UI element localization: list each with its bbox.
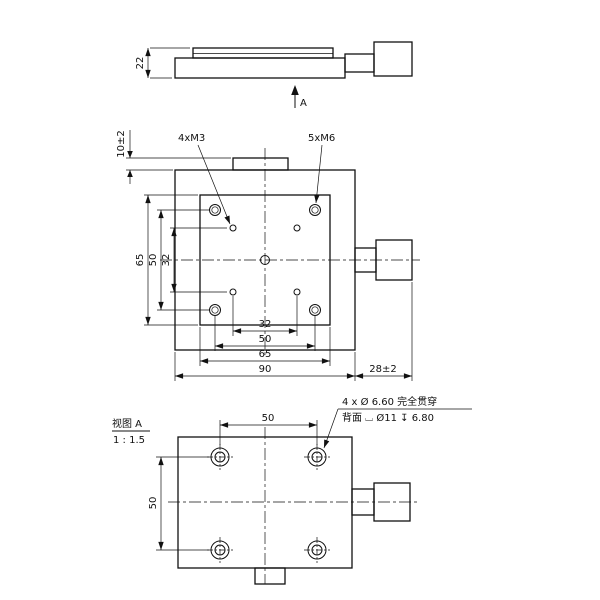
tab-height-dimension: 10±2	[116, 130, 231, 184]
dim-90-bottom-label: 90	[259, 364, 272, 375]
note-line-1: 4 x Ø 6.60 完全贯穿	[342, 395, 437, 408]
m6-holes	[209, 204, 321, 316]
front-top-tab	[232, 157, 289, 171]
label-5xm6: 5xM6	[308, 133, 335, 144]
m6-hole-thread	[211, 306, 219, 314]
m3-hole	[229, 224, 237, 232]
front-knob	[375, 239, 413, 281]
m6-hole-thread	[211, 206, 219, 214]
view-a-top-dimension: 50	[219, 413, 318, 445]
bottom-view-a: 视图 A 1 : 1.5	[112, 395, 472, 585]
m6-hole	[309, 204, 321, 216]
side-view-knob	[373, 41, 413, 77]
m3-hole	[229, 288, 237, 296]
counterbore-hole	[207, 444, 233, 470]
view-a-left-dimension: 50	[148, 456, 209, 551]
m6-hole	[209, 304, 221, 316]
dim-32-left-label: 32	[161, 254, 172, 267]
view-a-knob	[373, 482, 411, 522]
dim-28-label: 28±2	[369, 364, 396, 375]
m3-holes	[229, 224, 301, 296]
m6-hole-thread	[311, 306, 319, 314]
front-left-dimensions: 65 50 32	[135, 194, 227, 326]
label-4xm3: 4xM3	[178, 133, 205, 144]
section-arrowhead	[291, 85, 299, 95]
section-arrow-a: A	[291, 85, 307, 109]
section-label-a: A	[300, 98, 307, 109]
dim-65-bottom-label: 65	[259, 349, 272, 360]
note-line-2: 背面 ⌴ Ø11 ↧ 6.80	[342, 411, 434, 424]
m6-hole-thread	[311, 206, 319, 214]
counterbore-holes	[207, 444, 330, 563]
dim-50-bottom-label: 50	[259, 334, 272, 345]
front-view: 4xM3 5xM6 10±2 65 50	[116, 130, 420, 381]
view-a-dim-50-left-label: 50	[148, 497, 159, 510]
dim-32-bottom-label: 32	[259, 319, 272, 330]
m6-hole	[309, 304, 321, 316]
side-view: 22 A	[135, 41, 413, 109]
m3-hole	[293, 288, 301, 296]
side-view-height-dimension: 22	[135, 47, 190, 79]
m6-center-hole	[260, 255, 270, 265]
counterbore-hole	[304, 444, 330, 470]
m3-hole	[293, 224, 301, 232]
front-moving-plate-outline	[199, 194, 331, 326]
view-a-scale: 1 : 1.5	[113, 435, 145, 446]
view-a-dim-50-top-label: 50	[262, 413, 275, 424]
dim-50-left-label: 50	[148, 254, 159, 267]
dim-65-left-label: 65	[135, 254, 146, 267]
m6-callout: 5xM6	[308, 133, 335, 204]
m6-hole	[209, 204, 221, 216]
counterbore-note: 4 x Ø 6.60 完全贯穿 背面 ⌴ Ø11 ↧ 6.80	[323, 395, 472, 449]
view-a-title-block: 视图 A 1 : 1.5	[112, 417, 150, 446]
counterbore-hole	[304, 537, 330, 563]
front-bottom-dimensions: 32 50 65 90 28±2	[174, 282, 413, 381]
counterbore-hole	[207, 537, 233, 563]
view-a-title: 视图 A	[112, 417, 142, 430]
view-a-bottom-tab	[254, 567, 286, 585]
dim-22-label: 22	[135, 57, 146, 70]
dim-10-label: 10±2	[116, 130, 127, 157]
